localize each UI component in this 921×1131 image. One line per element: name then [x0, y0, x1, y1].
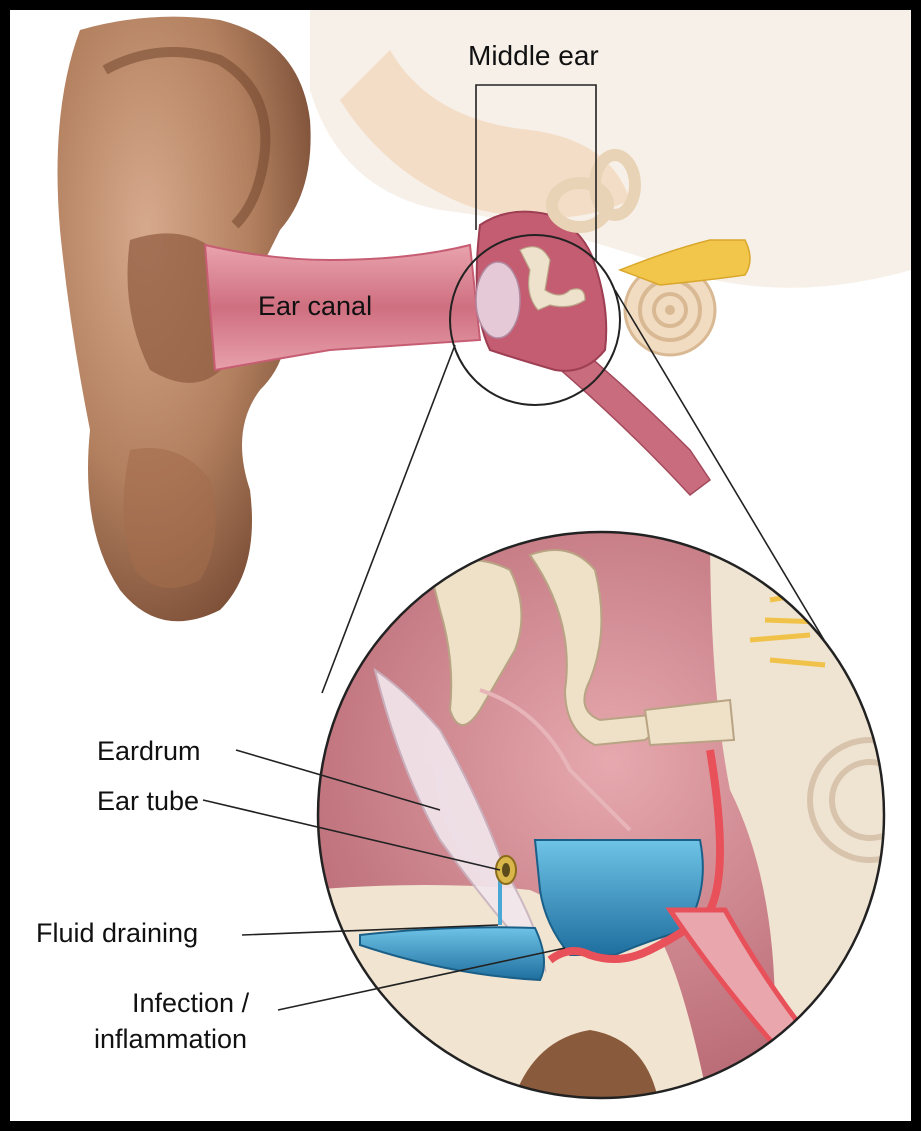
ear-anatomy-diagram: Middle ear Ear canal Eardrum Ear tube Fl… [10, 10, 911, 1121]
label-eardrum: Eardrum [97, 736, 201, 766]
label-ear-tube: Ear tube [97, 786, 199, 816]
eardrum-small [476, 262, 520, 338]
label-ear-canal: Ear canal [258, 291, 372, 321]
illustration-canvas: Middle ear Ear canal Eardrum Ear tube Fl… [10, 10, 911, 1121]
label-middle-ear: Middle ear [468, 40, 599, 71]
label-infection-line1: Infection / [132, 988, 250, 1018]
label-infection-line2: inflammation [94, 1024, 247, 1054]
label-fluid-draining: Fluid draining [36, 918, 198, 948]
